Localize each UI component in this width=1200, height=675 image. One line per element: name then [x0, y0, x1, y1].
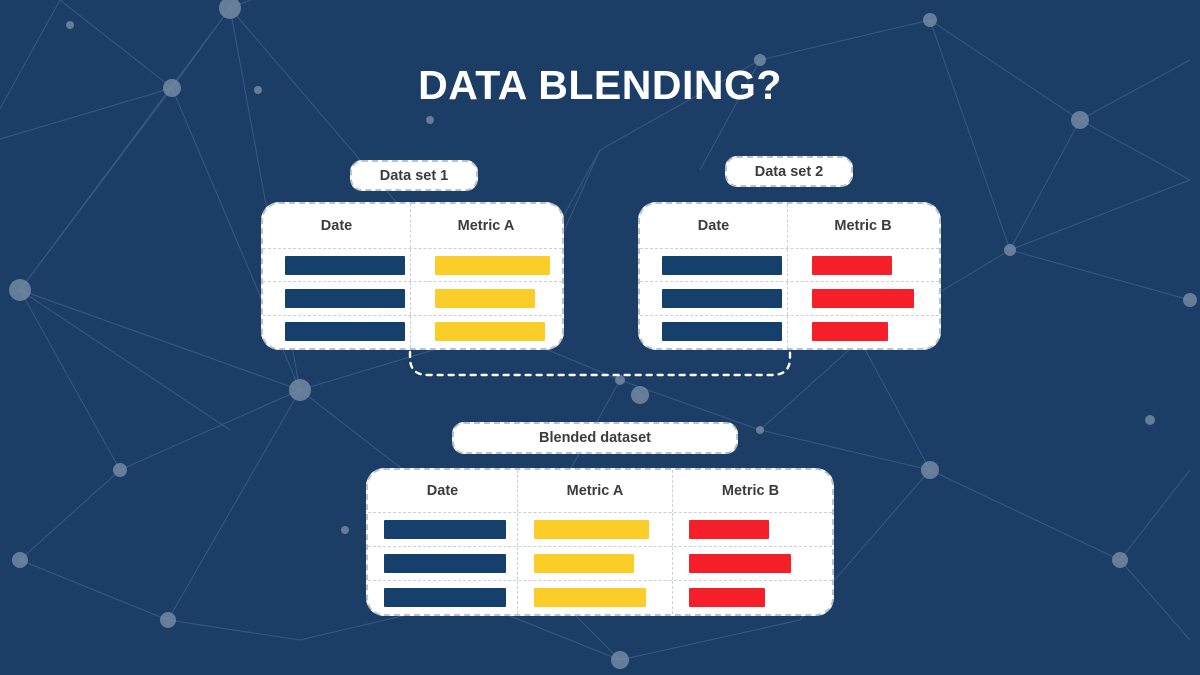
- dataset-1-cell-metric-a: [411, 282, 561, 314]
- dataset-1-header-row: Date Metric A: [263, 204, 562, 249]
- metric-a-bar: [435, 288, 535, 308]
- dataset-2-header-date-label: Date: [697, 218, 730, 234]
- metric-b-bar: [689, 588, 765, 607]
- dataset-2-header-row: Date Metric B: [640, 204, 939, 249]
- dataset-2-header-metric-label: Metric B: [834, 218, 892, 234]
- dataset-1-card: Date Metric A: [261, 202, 564, 350]
- dataset-2-header-date: Date: [640, 204, 788, 248]
- table-row: [263, 282, 562, 316]
- dataset-1-header-date: Date: [263, 204, 411, 248]
- blended-cell-metric-b: [673, 581, 828, 614]
- blended-header-metric-b-label: Metric B: [721, 483, 780, 499]
- dataset-1-cell-date: [263, 249, 411, 282]
- dataset-1-pill-label: Data set 1: [379, 167, 449, 184]
- blended-cell-metric-a: [518, 547, 673, 580]
- dataset-2-cell-metric-b: [788, 316, 938, 348]
- table-row: [368, 581, 832, 614]
- date-bar: [662, 322, 782, 342]
- dataset-2-cell-metric-b: [788, 249, 938, 281]
- dataset-2-pill-label: Data set 2: [754, 163, 824, 180]
- dataset-1-pill: Data set 1: [350, 160, 478, 191]
- date-bar: [662, 255, 782, 275]
- dataset-2-pill: Data set 2: [725, 156, 853, 187]
- table-row: [640, 315, 939, 348]
- metric-a-bar: [435, 322, 545, 342]
- page-title: DATA BLENDING?: [418, 62, 782, 108]
- metric-b-bar: [812, 322, 888, 342]
- blended-cell-metric-b: [673, 547, 828, 580]
- dataset-2-header-metric: Metric B: [788, 204, 938, 248]
- metric-b-bar: [689, 520, 769, 539]
- blended-cell-date: [368, 513, 518, 546]
- blended-cell-metric-b: [673, 513, 828, 546]
- dataset-1-header-date-label: Date: [320, 218, 353, 234]
- blended-body: [368, 513, 832, 614]
- dataset-1-cell-metric-a: [411, 316, 561, 348]
- dataset-1-cell-date: [263, 282, 411, 315]
- blended-cell-date: [368, 547, 518, 580]
- table-row: [640, 249, 939, 283]
- dataset-2-cell-date: [640, 249, 788, 282]
- metric-a-bar: [534, 588, 646, 607]
- metric-b-bar: [812, 288, 914, 308]
- dataset-2-cell-date: [640, 315, 788, 348]
- dataset-1-header-metric-label: Metric A: [457, 218, 515, 234]
- dataset-2-cell-date: [640, 282, 788, 315]
- blended-cell-metric-a: [518, 513, 673, 546]
- blended-header-metric-a: Metric A: [518, 470, 673, 512]
- dataset-2-card: Date Metric B: [638, 202, 941, 350]
- date-bar: [285, 288, 405, 308]
- date-bar: [384, 554, 506, 573]
- dataset-1-body: [263, 249, 562, 348]
- blended-cell-metric-a: [518, 581, 673, 614]
- blended-dataset-pill: Blended dataset: [452, 422, 738, 454]
- metric-a-bar: [435, 255, 550, 275]
- date-bar: [384, 520, 506, 539]
- date-bar: [662, 288, 782, 308]
- blended-header-date: Date: [368, 470, 518, 512]
- dataset-2-body: [640, 249, 939, 348]
- date-bar: [285, 322, 405, 342]
- dataset-1-header-metric: Metric A: [411, 204, 561, 248]
- date-bar: [384, 588, 506, 607]
- table-row: [263, 315, 562, 348]
- dataset-1-cell-date: [263, 315, 411, 348]
- dataset-1-cell-metric-a: [411, 249, 561, 281]
- table-row: [368, 547, 832, 581]
- metric-a-bar: [534, 554, 634, 573]
- blended-header-date-label: Date: [426, 483, 459, 499]
- table-row: [640, 282, 939, 316]
- metric-b-bar: [689, 554, 791, 573]
- blended-dataset-pill-label: Blended dataset: [539, 430, 651, 446]
- blended-header-metric-b: Metric B: [673, 470, 828, 512]
- metric-a-bar: [534, 520, 649, 539]
- blended-cell-date: [368, 581, 518, 614]
- table-row: [368, 513, 832, 547]
- blended-dataset-card: Date Metric A Metric B: [366, 468, 834, 616]
- table-row: [263, 249, 562, 283]
- date-bar: [285, 255, 405, 275]
- blended-header-row: Date Metric A Metric B: [368, 470, 832, 513]
- dataset-2-cell-metric-b: [788, 282, 938, 314]
- metric-b-bar: [812, 255, 892, 275]
- blended-header-metric-a-label: Metric A: [566, 483, 624, 499]
